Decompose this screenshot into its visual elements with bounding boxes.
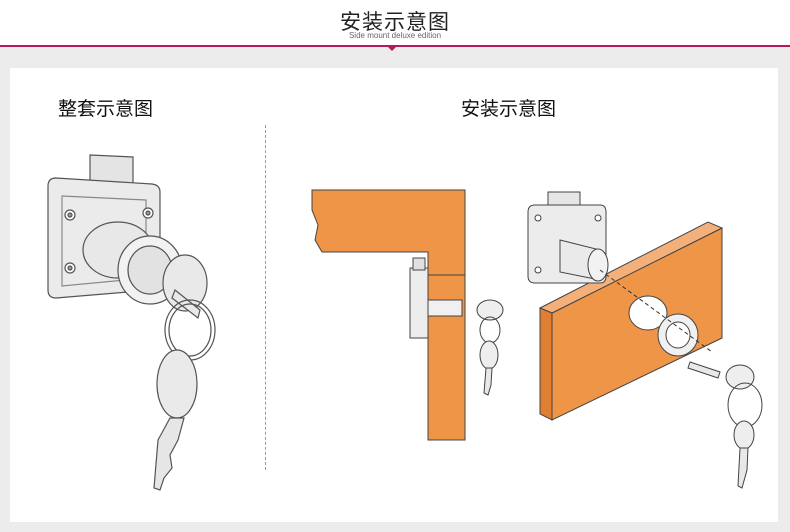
page-header: 安装示意图 Side mount deluxe edition bbox=[0, 0, 790, 51]
full-set-label: 整套示意图 bbox=[58, 98, 154, 120]
header-pointer bbox=[388, 47, 396, 51]
side-view-illustration bbox=[311, 189, 504, 441]
panel-divider bbox=[265, 125, 266, 470]
exploded-view-illustration bbox=[527, 191, 763, 489]
page-subtitle: Side mount deluxe edition bbox=[348, 31, 442, 40]
header-divider bbox=[0, 45, 790, 47]
lock-set-illustration bbox=[47, 154, 216, 491]
installation-label: 安装示意图 bbox=[461, 98, 557, 120]
page-title: 安装示意图 bbox=[340, 10, 450, 34]
